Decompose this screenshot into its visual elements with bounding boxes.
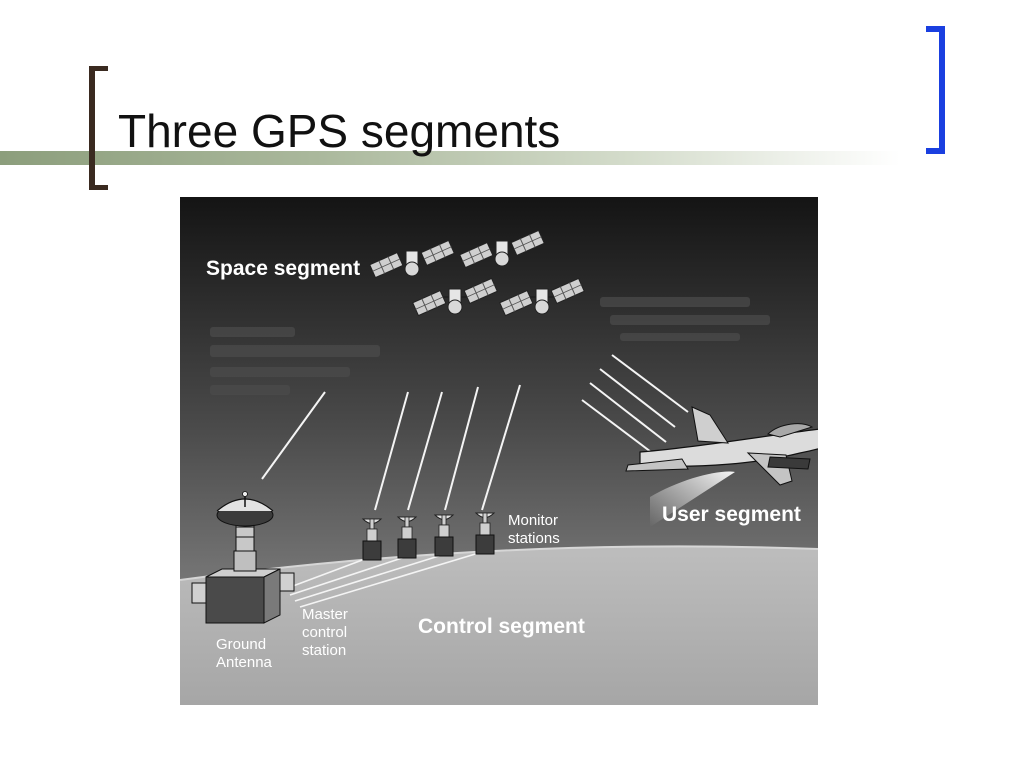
- aircraft-icon: [625, 406, 818, 527]
- user-segment-label: User segment: [662, 503, 801, 526]
- ground-antenna-label-line2: Antenna: [216, 654, 273, 671]
- space-segment-label: Space segment: [206, 257, 360, 280]
- left-bracket-icon: [89, 66, 108, 190]
- master-station-label-line2: control: [302, 624, 347, 641]
- monitor-stations-label-line1: Monitor: [508, 512, 558, 529]
- ground-antenna-label-line1: Ground: [216, 636, 266, 653]
- signal-beams-user: [581, 354, 689, 456]
- monitor-stations-label-line2: stations: [508, 530, 560, 547]
- gps-segments-diagram: Space segment User segment Control segme…: [180, 197, 818, 705]
- control-segment-label: Control segment: [418, 615, 585, 638]
- master-station-label-line3: station: [302, 642, 346, 659]
- signal-beams-downlink: [261, 384, 521, 511]
- title-underline-rule: [0, 151, 900, 165]
- earth-ground: [180, 546, 818, 705]
- faded-caption-artifacts: [210, 297, 770, 395]
- control-links: [284, 551, 483, 608]
- dish-antenna-icon: [191, 491, 295, 624]
- right-bracket-icon: [926, 26, 945, 154]
- master-station-label-line1: Master: [302, 606, 348, 623]
- slide-title: Three GPS segments: [118, 105, 561, 157]
- gps-segments-figure: Space segment User segment Control segme…: [180, 197, 818, 705]
